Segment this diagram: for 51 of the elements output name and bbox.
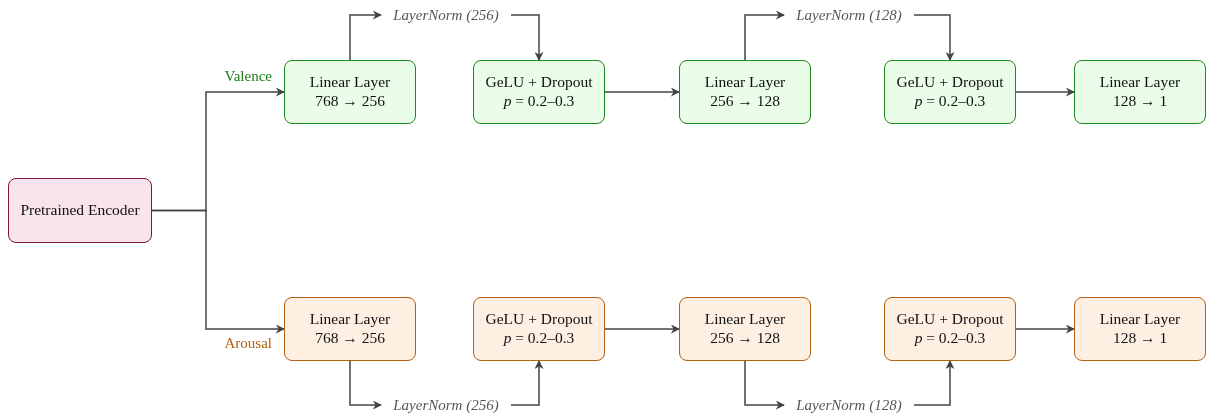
arrow <box>604 87 680 97</box>
arrow <box>913 14 955 61</box>
layer-box <box>884 297 1016 361</box>
box-text: p = 0.2–0.3 <box>914 329 986 348</box>
arrow <box>1015 324 1075 334</box>
layer-label: LayerNorm (256) <box>393 396 499 414</box>
edge-label: Arousal <box>224 335 272 352</box>
layer-label: LayerNorm (256) <box>393 6 499 24</box>
arrow <box>349 360 382 410</box>
box-text: GeLU + Dropout <box>896 73 1004 92</box>
layer-box <box>1074 297 1206 361</box>
box-text: 128 → 1 <box>1112 92 1168 111</box>
layer-box <box>884 60 1016 124</box>
box-text: GeLU + Dropout <box>485 310 593 329</box>
layer-box <box>473 60 605 124</box>
arrow <box>744 360 785 410</box>
layer-label: LayerNorm (128) <box>796 396 902 414</box>
box-text: Linear Layer <box>1099 73 1181 92</box>
encoder-box <box>8 178 152 243</box>
layer-box <box>679 60 811 124</box>
layer-box <box>284 60 416 124</box>
box-text: p = 0.2–0.3 <box>503 92 575 111</box>
box-text: Linear Layer <box>1099 310 1181 329</box>
arrow <box>349 10 382 61</box>
box-text: p = 0.2–0.3 <box>914 92 986 111</box>
box-text: p = 0.2–0.3 <box>503 329 575 348</box>
arrow <box>510 14 544 61</box>
box-text: Linear Layer <box>309 73 391 92</box>
arrow <box>151 209 285 334</box>
box-text: Linear Layer <box>309 310 391 329</box>
arrow <box>744 10 785 61</box>
box-text: 256 → 128 <box>710 92 780 111</box>
layer-box <box>679 297 811 361</box>
layer-label: LayerNorm (128) <box>796 6 902 24</box>
box-text: Linear Layer <box>704 73 786 92</box>
layer-box <box>473 297 605 361</box>
box-text: GeLU + Dropout <box>485 73 593 92</box>
box-text: Pretrained Encoder <box>20 201 140 220</box>
edge-label: Valence <box>224 68 272 85</box>
layer-box <box>1074 60 1206 124</box>
arrow <box>604 324 680 334</box>
box-text: Linear Layer <box>704 310 786 329</box>
arrow <box>510 360 544 406</box>
arrow <box>1015 87 1075 97</box>
box-text: 128 → 1 <box>1112 329 1168 348</box>
box-text: 256 → 128 <box>710 329 780 348</box>
box-text: GeLU + Dropout <box>896 310 1004 329</box>
box-text: 768 → 256 <box>315 329 385 348</box>
arrow <box>913 360 955 406</box>
layer-box <box>284 297 416 361</box>
box-text: 768 → 256 <box>315 92 385 111</box>
